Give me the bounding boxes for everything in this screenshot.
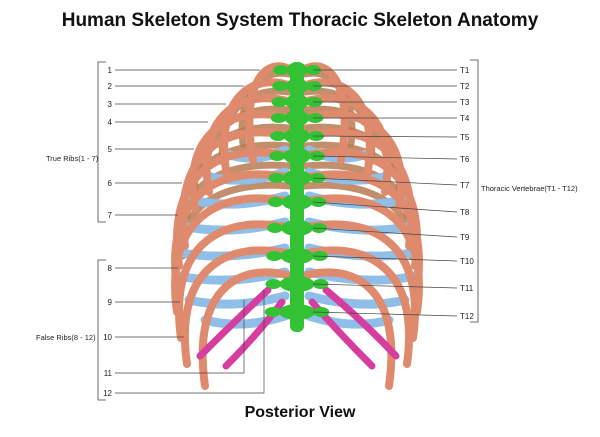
- transverse-process-left: [267, 197, 284, 207]
- vertebra-label-T12: T12: [460, 312, 474, 321]
- rib-right: [299, 220, 419, 342]
- rib-label-8: 8: [108, 264, 113, 273]
- rib-label-10: 10: [103, 333, 112, 342]
- labels: 123456789101112T1T2T3T4T5T6T7T8T9T10T11T…: [103, 66, 474, 398]
- transverse-process-left: [271, 97, 288, 107]
- rib-right: [299, 268, 396, 390]
- transverse-process-left: [266, 251, 283, 261]
- rib-label-1: 1: [108, 66, 113, 75]
- transverse-process-left: [270, 131, 286, 141]
- rib-right: [299, 246, 413, 368]
- vertebra-body: [278, 304, 316, 320]
- vertebra-label-T10: T10: [460, 257, 474, 266]
- rib-label-7: 7: [108, 211, 113, 220]
- transverse-process-left: [273, 65, 289, 75]
- vertebra-label-T9: T9: [460, 233, 470, 242]
- rib-left: [175, 220, 295, 342]
- rib-label-11: 11: [104, 369, 113, 378]
- true-ribs-group-label: True Ribs(1 - 7): [46, 154, 99, 163]
- vertebra-body: [282, 170, 312, 186]
- thoracic-vertebrae-bracket: [470, 59, 479, 323]
- vertebra-body: [287, 62, 307, 78]
- view-caption: Posterior View: [244, 404, 356, 421]
- transverse-process-left: [264, 307, 281, 317]
- vertebra-body: [284, 128, 310, 144]
- false-ribs-group-label: False Ribs(8 - 12): [36, 333, 96, 342]
- vertebra-body: [281, 220, 313, 236]
- vertebra-body: [285, 94, 309, 110]
- vertebra-body: [284, 110, 310, 126]
- vertebra-leader-T7: [312, 177, 458, 186]
- rib-label-9: 9: [108, 298, 113, 307]
- rib-label-5: 5: [108, 145, 113, 154]
- rib-right: [299, 194, 423, 316]
- vertebra-label-T11: T11: [460, 284, 474, 293]
- vertebra-label-T7: T7: [460, 181, 470, 190]
- vertebra-body: [286, 78, 308, 94]
- vertebra-body: [283, 148, 311, 164]
- rib-label-2: 2: [108, 82, 113, 91]
- vertebra-leader-T5: [312, 135, 458, 138]
- transverse-process-left: [270, 113, 287, 123]
- vertebra-leader-T12: [312, 311, 458, 317]
- vertebra-leader-T8: [312, 201, 458, 213]
- rib-leader-11: [115, 300, 245, 374]
- costal-cartilage-right: [304, 311, 394, 329]
- rib-label-12: 12: [103, 389, 112, 398]
- vertebra-leader-T11: [312, 283, 458, 289]
- vertebra-leader-T9: [312, 227, 458, 238]
- transverse-process-left: [268, 173, 285, 183]
- transverse-process-left: [267, 223, 283, 233]
- vertebra-label-T4: T4: [460, 114, 470, 123]
- vertebra-label-T1: T1: [460, 66, 470, 75]
- rib-label-3: 3: [108, 100, 113, 109]
- vertebra-leader-T6: [312, 155, 458, 160]
- rib-left: [198, 268, 295, 390]
- transverse-process-left: [272, 81, 289, 91]
- vertebra-leader-T10: [312, 255, 458, 262]
- vertebra-body: [281, 194, 313, 210]
- diagram-title: Human Skeleton System Thoracic Skeleton …: [61, 10, 539, 31]
- true-ribs-bracket: [97, 61, 106, 223]
- vertebra-label-T5: T5: [460, 133, 470, 142]
- rib-left: [181, 246, 295, 368]
- vertebra-body: [279, 276, 315, 292]
- rib-leader-12: [115, 290, 265, 394]
- costal-cartilage-left: [200, 311, 290, 329]
- floating-rib-11-right: [322, 286, 400, 360]
- costal-cartilage-left: [184, 291, 290, 309]
- rib-label-6: 6: [108, 179, 113, 188]
- thoracic-vertebrae-group-label: Thoracic Vertebrae(T1 - T12): [481, 184, 578, 193]
- transverse-process-left: [269, 151, 286, 161]
- vertebra-label-T8: T8: [460, 208, 470, 217]
- transverse-process-right: [310, 197, 327, 207]
- false-ribs-bracket: [97, 259, 106, 401]
- leader-lines: [97, 59, 479, 401]
- floating-rib-11-left: [196, 286, 272, 360]
- vertebra-label-T2: T2: [460, 82, 470, 91]
- rib-label-4: 4: [108, 118, 113, 127]
- transverse-process-right: [311, 223, 327, 233]
- vertebra-body: [280, 248, 314, 264]
- vertebra-label-T3: T3: [460, 98, 470, 107]
- rib-cage-illustration: [171, 62, 423, 390]
- rib-left: [171, 194, 295, 316]
- vertebra-label-T6: T6: [460, 155, 470, 164]
- costal-cartilage-right: [304, 291, 410, 309]
- transverse-process-left: [265, 279, 282, 289]
